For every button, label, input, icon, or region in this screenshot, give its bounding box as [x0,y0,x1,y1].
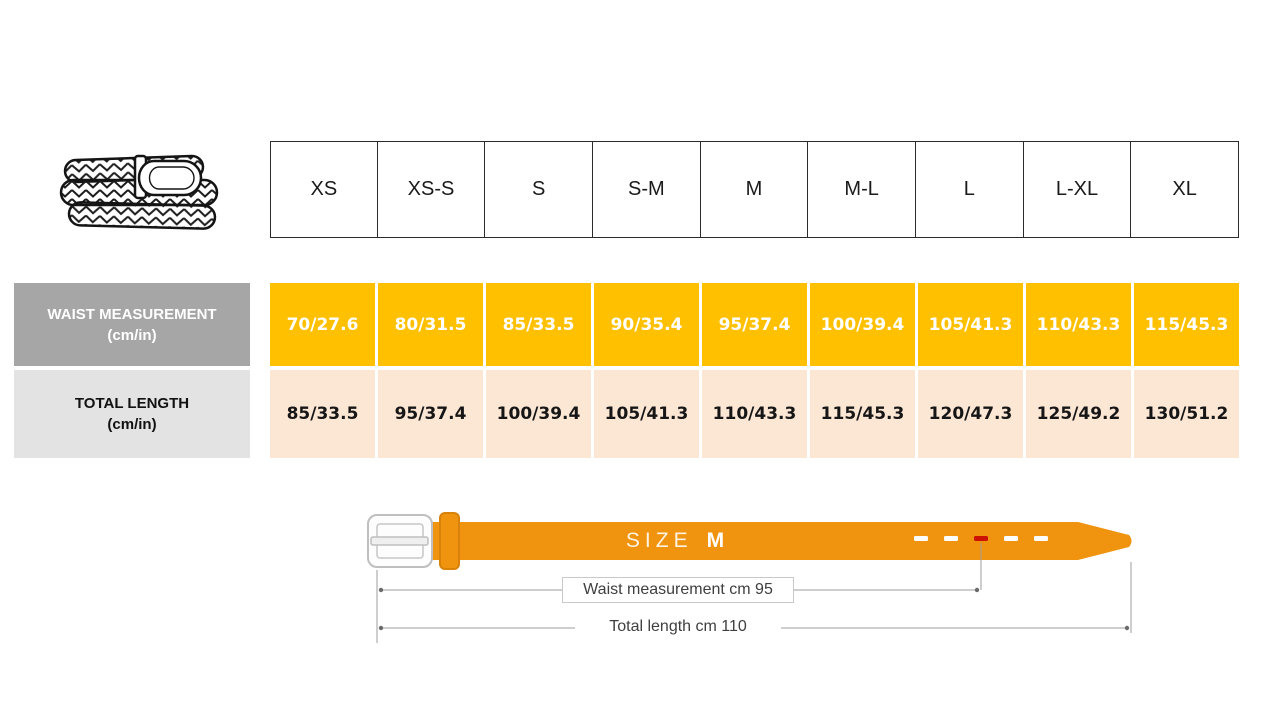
length-value-cell: 130/51.2 [1134,370,1239,458]
size-value: M [706,529,725,552]
waist-measurement-row-label: WAIST MEASUREMENT (cm/in) [14,283,250,366]
belt-size-label: SIZE M [500,526,850,556]
belt-buckle-sketch [137,159,203,197]
belt-keeper [439,512,460,570]
waist-value-cell: 95/37.4 [702,283,807,366]
length-value-cell: 85/33.5 [270,370,375,458]
size-header-cell-s-m: S-M [592,141,701,238]
length-value-cell: 100/39.4 [486,370,591,458]
length-value-cell: 120/47.3 [918,370,1023,458]
belt-hole [914,536,928,541]
row-label-unit: (cm/in) [107,416,157,433]
belt-hole-selected [974,536,988,541]
size-header-cell-s: S [485,141,593,238]
size-header-cell-xl: XL [1131,141,1239,238]
waist-value-cell: 80/31.5 [378,283,483,366]
length-value-cell: 115/45.3 [810,370,915,458]
size-header-cell-m-l: M-L [808,141,916,238]
waist-value-cell: 110/43.3 [1026,283,1131,366]
buckle-prong [370,536,429,546]
size-header-cell-m: M [700,141,809,238]
waist-value-cell: 100/39.4 [810,283,915,366]
size-header-cell-xs: XS [270,141,378,238]
belt-hole [1004,536,1018,541]
row-label-title: TOTAL LENGTH [74,395,190,412]
total-length-row-label: TOTAL LENGTH (cm/in) [14,370,250,458]
row-label-unit: (cm/in) [107,326,157,344]
waist-measurement-annotation: Waist measurement cm 95 [562,577,794,603]
braided-belt-icon [59,154,219,230]
length-value-cell: 110/43.3 [702,370,807,458]
belt-hole [944,536,958,541]
size-header-cell-l-xl: L-XL [1023,141,1132,238]
total-length-annotation: Total length cm 110 [575,614,781,640]
belt-strap [426,522,1132,560]
waist-value-cell: 105/41.3 [918,283,1023,366]
waist-value-cell: 90/35.4 [594,283,699,366]
belt-hole [1034,536,1048,541]
row-label-title: WAIST MEASUREMENT [47,305,217,323]
size-header-cell-l: L [915,141,1024,238]
length-value-cell: 95/37.4 [378,370,483,458]
length-value-cell: 105/41.3 [594,370,699,458]
waist-value-cell: 70/27.6 [270,283,375,366]
size-header-row: XS XS-S S S-M M M-L L L-XL XL [270,141,1239,238]
waist-value-cell: 115/45.3 [1134,283,1239,366]
waist-value-cell: 85/33.5 [486,283,591,366]
total-length-row: 85/33.5 95/37.4 100/39.4 105/41.3 110/43… [270,370,1239,458]
size-word: SIZE [625,529,693,552]
waist-measurement-row: 70/27.6 80/31.5 85/33.5 90/35.4 95/37.4 … [270,283,1239,366]
length-value-cell: 125/49.2 [1026,370,1131,458]
size-header-cell-xs-s: XS-S [377,141,486,238]
